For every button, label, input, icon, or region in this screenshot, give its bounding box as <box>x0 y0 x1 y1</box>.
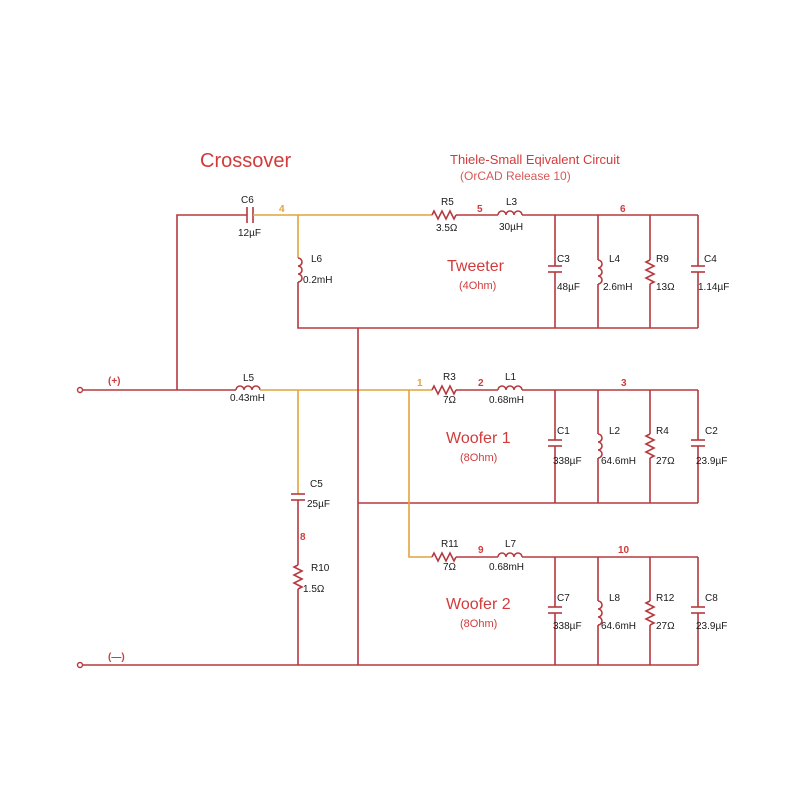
capacitor-c6 <box>246 207 254 223</box>
l6-ref: L6 <box>311 254 323 265</box>
l5-ref: L5 <box>243 373 255 384</box>
capacitor-c7 <box>548 557 562 665</box>
l1-ref: L1 <box>505 372 517 383</box>
r5-ref: R5 <box>441 197 454 208</box>
c5-ref: C5 <box>310 479 323 490</box>
c8-value: 23.9µF <box>696 621 727 632</box>
c3-value: 48µF <box>557 282 580 293</box>
c6-feed-wire <box>176 214 247 390</box>
l7-ref: L7 <box>505 539 517 550</box>
resistor-r10 <box>292 564 304 590</box>
resistor-r4 <box>644 390 656 503</box>
l4-value: 2.6mH <box>603 282 632 293</box>
inductor-l6 <box>297 257 303 283</box>
r12-value: 27Ω <box>656 621 675 632</box>
r4-value: 27Ω <box>656 456 675 467</box>
r10-value: 1.5Ω <box>303 584 325 595</box>
node-9-label: 9 <box>478 545 484 556</box>
node-5-label: 5 <box>477 204 483 215</box>
resistor-r5 <box>431 209 457 221</box>
woofer1-impedance: (8Ohm) <box>460 452 497 464</box>
c1-ref: C1 <box>557 426 570 437</box>
c1-value: 338µF <box>553 456 582 467</box>
r3-value: 7Ω <box>443 395 457 406</box>
l2-value: 64.6mH <box>601 456 636 467</box>
node-10-label: 10 <box>618 545 630 556</box>
l4-ref: L4 <box>609 254 621 265</box>
capacitor-c8 <box>691 557 705 665</box>
resistor-r9 <box>644 215 656 328</box>
r4-ref: R4 <box>656 426 669 437</box>
c7-ref: C7 <box>557 593 570 604</box>
tweeter-title: Tweeter <box>447 258 505 275</box>
inductor-l5 <box>235 385 261 391</box>
c8-ref: C8 <box>705 593 718 604</box>
l2-ref: L2 <box>609 426 621 437</box>
tweeter-impedance: (4Ohm) <box>459 280 496 292</box>
r5-value: 3.5Ω <box>436 223 458 234</box>
l6-value: 0.2mH <box>303 275 332 286</box>
l3-value: 30µH <box>499 222 523 233</box>
c4-ref: C4 <box>704 254 717 265</box>
capacitor-c1 <box>548 390 562 503</box>
r11-value: 7Ω <box>443 562 457 573</box>
node-1-label: 1 <box>417 378 423 389</box>
r9-value: 13Ω <box>656 282 675 293</box>
l6-return-wire <box>297 282 698 329</box>
r11-ref: R11 <box>441 539 459 550</box>
resistor-r3 <box>431 384 457 396</box>
inductor-l3 <box>497 210 523 216</box>
r12-ref: R12 <box>656 593 675 604</box>
node-8-label: 8 <box>300 532 306 543</box>
node-6-label: 6 <box>620 204 626 215</box>
capacitor-c3 <box>548 215 562 328</box>
node-4-label: 4 <box>279 204 285 215</box>
resistor-r11 <box>431 551 457 563</box>
thiele-small-title: Thiele-Small Eqivalent Circuit <box>450 152 620 167</box>
c7-value: 338µF <box>553 621 582 632</box>
woofer2-impedance: (8Ohm) <box>460 618 497 630</box>
woofer1-title: Woofer 1 <box>446 430 511 447</box>
c6-ref: C6 <box>241 195 254 206</box>
orcad-subtitle: (OrCAD Release 10) <box>460 169 571 183</box>
inductor-l4 <box>597 215 603 328</box>
l1-value: 0.68mH <box>489 395 524 406</box>
c2-value: 23.9µF <box>696 456 727 467</box>
crossover-title: Crossover <box>200 150 291 172</box>
c3-ref: C3 <box>557 254 570 265</box>
r3-ref: R3 <box>443 372 456 383</box>
woofer2-title: Woofer 2 <box>446 596 511 613</box>
capacitor-c4 <box>691 215 705 328</box>
c6-value: 12µF <box>238 228 261 239</box>
inductor-l8 <box>597 557 603 665</box>
negative-terminal-label: (—) <box>108 652 125 663</box>
r10-ref: R10 <box>311 563 330 574</box>
inductor-l1 <box>497 385 523 391</box>
woofer2-feed-wire <box>408 390 432 558</box>
capacitor-c5 <box>291 493 305 501</box>
negative-terminal <box>76 661 84 669</box>
c4-value: 1.14µF <box>698 282 729 293</box>
node-3-label: 3 <box>621 378 627 389</box>
l8-value: 64.6mH <box>601 621 636 632</box>
node-2-label: 2 <box>478 378 484 389</box>
c5-value: 25µF <box>307 499 330 510</box>
inductor-l7 <box>497 552 523 558</box>
l8-ref: L8 <box>609 593 621 604</box>
c2-ref: C2 <box>705 426 718 437</box>
l3-ref: L3 <box>506 197 518 208</box>
inductor-l2 <box>597 390 603 503</box>
r9-ref: R9 <box>656 254 669 265</box>
l5-value: 0.43mH <box>230 393 265 404</box>
capacitor-c2 <box>691 390 705 503</box>
positive-terminal <box>76 386 84 394</box>
l7-value: 0.68mH <box>489 562 524 573</box>
resistor-r12 <box>644 557 656 665</box>
positive-terminal-label: (+) <box>108 376 121 387</box>
